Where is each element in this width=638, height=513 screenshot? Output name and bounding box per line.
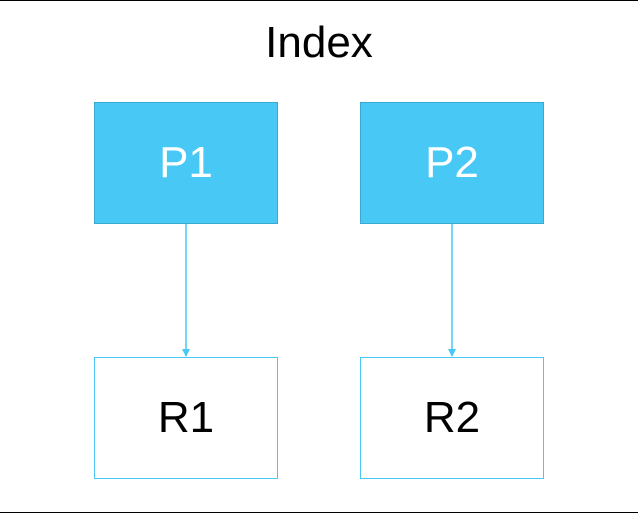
replica-shard-r1-label: R1: [157, 393, 215, 442]
diagram-title: Index: [265, 18, 373, 67]
primary-shard-p2: P2: [360, 102, 544, 224]
replica-shard-r2: R2: [360, 357, 544, 479]
primary-shard-p1-label: P1: [159, 138, 213, 187]
primary-shard-p1: P1: [94, 102, 278, 224]
edge-p1-r1-arrowhead: [182, 349, 190, 357]
primary-shard-p2-label: P2: [425, 138, 479, 187]
replica-shard-r1: R1: [94, 357, 278, 479]
replica-shard-r2-label: R2: [423, 393, 481, 442]
edge-p2-r2-arrowhead: [448, 349, 456, 357]
